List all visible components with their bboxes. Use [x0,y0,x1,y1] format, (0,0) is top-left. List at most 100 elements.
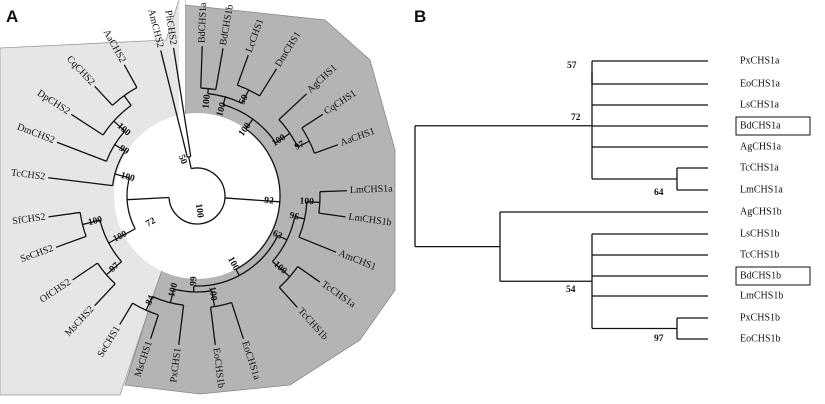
tree-arc [298,201,308,238]
tree-branch [94,283,116,307]
tree-branch [278,286,298,308]
bootstrap-value: 84 [144,294,157,307]
leaf-highlight-box [735,116,811,136]
tree-branch [241,89,250,104]
tree-branch [222,96,227,105]
leaf-label: BdCHS1a [197,2,209,43]
bootstrap-value: 100 [299,197,314,208]
bootstrap-value: 99 [189,276,199,286]
tree-arc [173,288,213,293]
panel-b-branches [414,60,708,340]
tree-arc [271,216,296,263]
leaf-label: LsCHS1a [740,99,779,110]
tree-branch [94,85,113,106]
tree-branch [123,64,138,88]
tree-branch [224,197,280,203]
bootstrap-value: 64 [654,188,664,198]
bootstrap-value: 100 [193,203,205,219]
leaf-label: AgCHS1a [740,141,782,152]
bootstrap-value: 57 [567,61,577,71]
tree-arc [168,167,226,225]
bootstrap-value: 100 [119,171,136,184]
bootstrap-value: 72 [144,216,157,230]
tree-branch [294,216,305,220]
tree-branch [298,236,337,253]
bootstrap-value: 72 [571,113,581,123]
tree-branch [314,144,339,154]
tree-branch [113,120,126,132]
tree-branch [55,235,87,248]
leaf-label: PxCHS1a [740,55,780,66]
tree-branch [215,48,224,90]
bootstrap-value: 100 [167,282,180,298]
tree-branch [272,261,291,278]
tree-branch [278,93,308,121]
tree-branch [145,296,153,311]
leaf-label: TcCHS2 [10,168,45,183]
tree-arc [151,295,184,306]
panel-b-letter: B [414,7,426,26]
tree-branch [123,95,132,106]
bootstrap-value: 50 [176,153,189,166]
tree-branch [48,177,113,187]
tree-branch [56,141,107,162]
tree-branch [160,50,188,158]
bootstrap-value: 96 [288,211,300,223]
tree-arc [96,262,116,285]
leaf-label: EoCHS1b [740,333,781,344]
tree-branch [207,88,209,94]
leaf-label: LmCHS1a [350,183,394,196]
panel-b-bootstraps: 57 72 64 54 97 [566,61,664,344]
tree-branch [114,144,126,152]
center-hole [114,113,280,279]
tree-branch [297,140,310,148]
tree-branch [119,302,134,325]
bootstrap-value: 100 [87,215,103,228]
tree-branch [210,307,216,345]
tree-branch [172,47,192,157]
bootstrap-value: 100 [201,94,212,109]
tree-branch [70,113,104,136]
tree-branch [82,219,101,226]
tree-branch [127,196,170,201]
boxed-leaf-label: BdCHS1b [740,270,781,281]
tree-branch [200,46,203,89]
bootstrap-value: 54 [566,285,576,295]
leaf-label: TcCHS1a [740,162,779,173]
tree-branch [236,54,249,86]
leaf-label: LsCHS1b [740,228,779,239]
tree-branch [297,266,321,283]
tree-branch [275,132,291,144]
tree-branch [306,201,320,204]
tree-arc [210,301,232,308]
panel-b-leaf-labels: PxCHS1aEoCHS1aLsCHS1aBdCHS1aAgCHS1aTcCHS… [735,55,811,344]
leaf-label: AgCHS1b [740,206,782,217]
tree-arc [102,104,132,136]
leaf-label: TcCHS1b [740,249,779,260]
boxed-leaf-label: BdCHS1a [740,120,781,131]
leaf-label: PhCHS2 [162,9,178,45]
bootstrap-value: 100 [215,101,229,118]
panel-a-branches [48,46,347,345]
tree-branch [188,156,192,169]
chs2-gap [179,0,185,120]
bootstrap-value: 100 [206,286,218,302]
tree-branch [178,305,185,345]
tree-arc [99,220,123,263]
panel-a-letter: A [6,7,18,26]
bootstrap-value: 63 [271,229,284,242]
tree-branch [258,68,278,97]
leaf-label: LmCHS1b [740,290,783,301]
leaf-label: PxCHS1b [740,312,780,323]
bootstrap-value: 97 [654,334,664,344]
tree-branch [211,290,216,307]
tree-branch [114,173,130,179]
bootstrap-value: 97 [293,139,306,152]
tree-branch [230,302,244,339]
tree-branch [235,268,240,276]
tree-branch [106,261,122,276]
leaf-label: LmCHS1a [740,184,783,195]
